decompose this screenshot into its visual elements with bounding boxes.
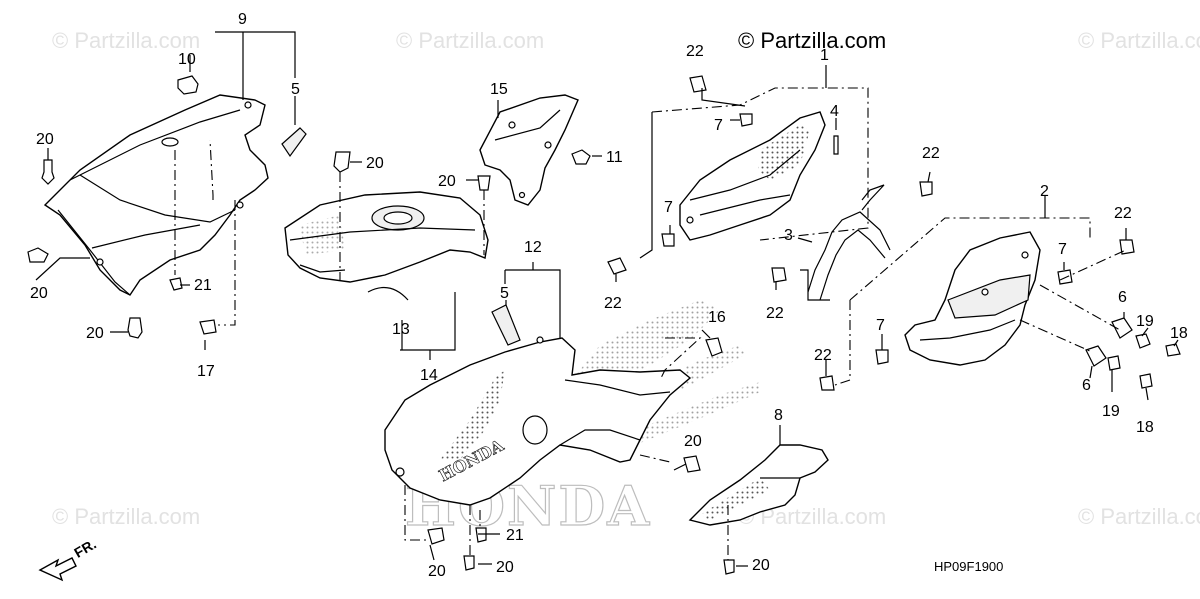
callout-21-b: 21: [506, 527, 524, 544]
callout-2: 2: [1040, 183, 1049, 200]
callout-20-f: 20: [684, 433, 702, 450]
bracket-part-3: [771, 181, 933, 301]
callout-20-h: 20: [496, 559, 514, 576]
callout-9: 9: [238, 11, 247, 28]
tank-cover-part-14: [284, 191, 489, 283]
callout-8: 8: [774, 407, 783, 424]
pad-part-5-lower: [491, 304, 521, 346]
callout-3: 3: [784, 227, 793, 244]
callout-17: 17: [197, 363, 215, 380]
callout-10: 10: [178, 51, 196, 68]
callout-22-a: 22: [686, 43, 704, 60]
callout-22-f: 22: [814, 347, 832, 364]
watermark-top-center: © Partzilla.com: [396, 28, 544, 53]
side-cover-fasteners: [427, 337, 723, 571]
callout-22-c: 22: [922, 145, 940, 162]
leader-lines-part-2: [825, 195, 1179, 401]
watermark-bottom-right: © Partzilla.com: [1078, 504, 1200, 529]
callout-22-d: 22: [766, 305, 784, 322]
callout-7-a: 7: [714, 117, 723, 134]
honda-wing-logo: HONDA: [404, 300, 760, 539]
callout-14: 14: [420, 367, 438, 384]
callout-21-a: 21: [194, 277, 212, 294]
watermark-bottom-left: © Partzilla.com: [52, 504, 200, 529]
callout-5-top: 5: [291, 81, 300, 98]
main-watermark: © Partzilla.com: [738, 28, 886, 53]
callout-20-i: 20: [752, 557, 770, 574]
callout-20-e: 20: [438, 173, 456, 190]
grommet-part-10: [177, 75, 199, 95]
side-cover-part-12: HONDA: [384, 336, 692, 506]
part-2-fasteners: [819, 239, 1181, 391]
callout-7-c: 7: [1058, 241, 1067, 258]
leader-lines-side-cover: [404, 262, 711, 565]
diagram-code: HP09F1900: [934, 559, 1003, 574]
tank-fasteners: [333, 151, 491, 191]
callout-13: 13: [392, 321, 410, 338]
callouts: 9 10 5 20 20 20 21 17 20 20 15 11 13 14 …: [30, 11, 1188, 580]
callout-22-e: 22: [1114, 205, 1132, 222]
callout-20-b: 20: [30, 285, 48, 302]
callout-12: 12: [524, 239, 542, 256]
leader-lines-tank: [339, 161, 485, 360]
side-cover-part-2: [904, 231, 1041, 366]
clip-part-4: [833, 135, 839, 155]
side-cover-part-1: [679, 111, 826, 241]
watermark-top-right: © Partzilla.com: [1078, 28, 1200, 53]
callout-1: 1: [820, 47, 829, 64]
front-label: FR.: [71, 536, 99, 561]
callout-4: 4: [830, 103, 839, 120]
leader-lines-left: [35, 31, 296, 350]
callout-22-b: 22: [604, 295, 622, 312]
leader-lines-15: [497, 100, 602, 157]
bracket-part-15: [479, 94, 579, 206]
nut-part-11: [571, 149, 591, 165]
clip-part-13: [367, 286, 409, 301]
callout-6-b: 6: [1082, 377, 1091, 394]
leader-lines-part-3: [775, 171, 931, 301]
watermark-top-left: © Partzilla.com: [52, 28, 200, 53]
callout-19-b: 19: [1102, 403, 1120, 420]
callout-20-g: 20: [428, 563, 446, 580]
pad-part-5-top: [281, 127, 307, 158]
callout-7-b: 7: [664, 199, 673, 216]
callout-11: 11: [606, 149, 623, 166]
callout-7-d: 7: [876, 317, 885, 334]
callout-19-a: 19: [1136, 313, 1154, 330]
callout-20-a: 20: [36, 131, 54, 148]
callout-18-a: 18: [1170, 325, 1188, 342]
leader-lines-part-1: [615, 65, 869, 282]
callout-15: 15: [490, 81, 508, 98]
watermarks: © Partzilla.com © Partzilla.com © Partzi…: [52, 28, 1200, 529]
callout-6-a: 6: [1118, 289, 1127, 306]
leader-lines-8: [727, 425, 781, 567]
front-direction-arrow: FR.: [38, 536, 99, 582]
callout-5-lower: 5: [500, 285, 509, 302]
front-fender-part-9: [43, 94, 269, 296]
callout-18-b: 18: [1136, 419, 1154, 436]
left-fasteners: [27, 159, 217, 339]
callout-16: 16: [708, 309, 726, 326]
lower-guard-part-8: [688, 444, 829, 575]
callout-20-c: 20: [86, 325, 104, 342]
callout-20-d: 20: [366, 155, 384, 172]
